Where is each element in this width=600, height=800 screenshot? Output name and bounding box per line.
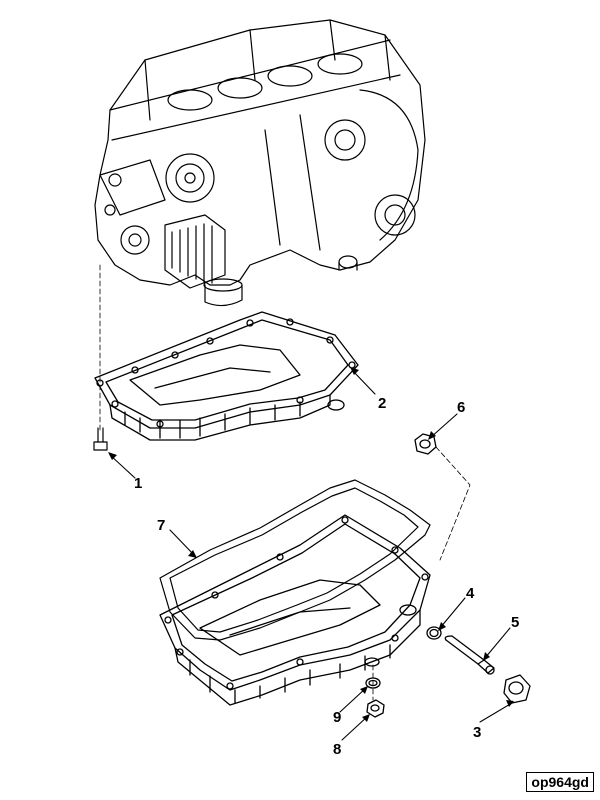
- callout-9: 9: [333, 709, 341, 726]
- callout-8: 8: [333, 741, 341, 758]
- callout-labels: 1 2 3 4 5 6 7 8 9: [134, 395, 519, 758]
- lower-oil-pan: [159, 514, 431, 706]
- callout-6: 6: [457, 399, 465, 416]
- callout-2: 2: [378, 395, 386, 412]
- o-ring: [426, 626, 442, 640]
- oil-level-sensor: [444, 635, 495, 675]
- callout-3: 3: [473, 724, 481, 741]
- callout-7: 7: [157, 517, 165, 534]
- gasket: [159, 479, 431, 641]
- callout-1: 1: [134, 475, 142, 492]
- alignment-line: [435, 446, 471, 561]
- leader-arrowheads: [108, 367, 514, 722]
- pan-bolt: [93, 427, 108, 451]
- engine-block: [94, 19, 426, 307]
- upper-oil-pan: [94, 311, 359, 441]
- leader-lines: [109, 369, 513, 741]
- drain-plug: [366, 699, 385, 718]
- plug: [503, 674, 531, 704]
- callout-4: 4: [466, 585, 475, 602]
- figure-id-label: op964gd: [526, 772, 594, 792]
- callout-5: 5: [511, 614, 519, 631]
